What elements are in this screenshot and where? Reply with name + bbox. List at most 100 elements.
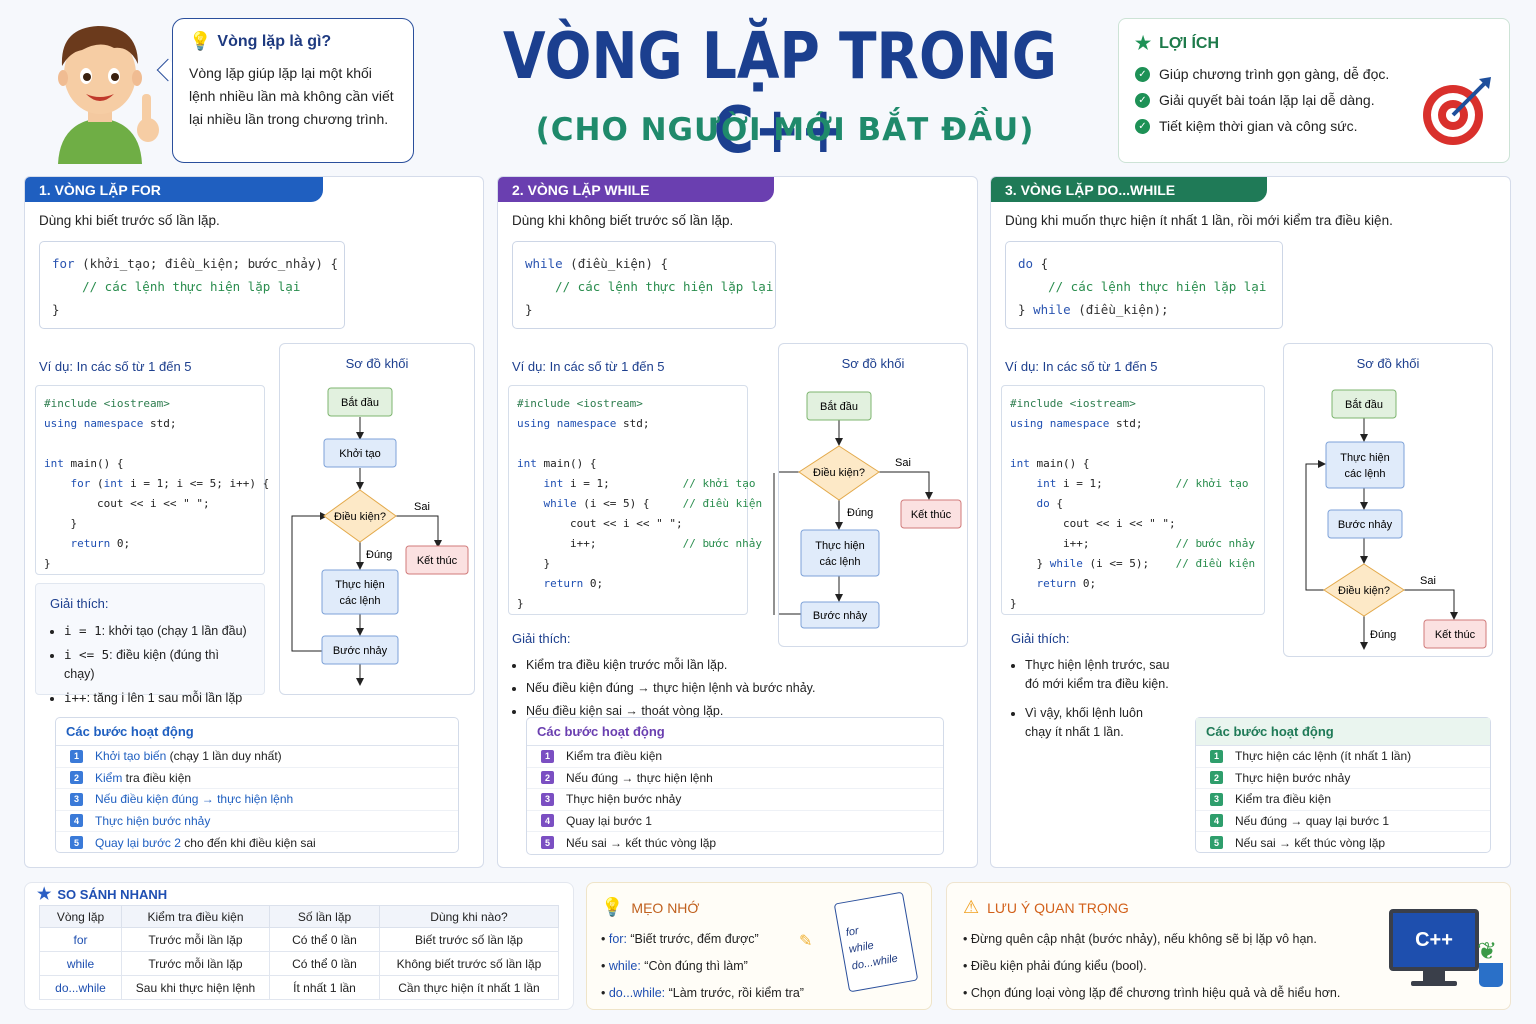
syntax-line: } while (điều_kiện); bbox=[1018, 302, 1169, 317]
flow-body: các lệnh bbox=[820, 556, 861, 568]
flow-body: Thực hiện bbox=[1340, 452, 1390, 464]
warning-item: • Điều kiện phải đúng kiểu (bool). bbox=[963, 959, 1147, 973]
tip-item: • do...while: “Làm trước, rồi kiểm tra” bbox=[601, 986, 804, 1000]
warning-heading-text: LƯU Ý QUAN TRỌNG bbox=[987, 899, 1129, 916]
tip-item: • for: “Biết trước, đếm được” bbox=[601, 932, 759, 946]
step-text: Nếu đúng → quay lại bước 1 bbox=[1235, 813, 1389, 828]
step-number: 4 bbox=[70, 814, 83, 828]
section-header: 1. VÒNG LẶP FOR bbox=[25, 177, 323, 202]
tips-heading-text: MẸO NHỚ bbox=[631, 899, 700, 916]
flow-end: Kết thúc bbox=[1435, 629, 1476, 641]
example-code: #include <iostream>using namespace std;i… bbox=[35, 385, 269, 575]
benefit-item: ✓ Tiết kiệm thời gian và công sức. bbox=[1135, 118, 1493, 134]
compare-heading: ★SO SÁNH NHANH bbox=[37, 885, 559, 903]
explain-item: Vì vậy, khối lệnh luôn chạy ít nhất 1 lầ… bbox=[1025, 704, 1171, 742]
code-line: i++; // bước nhảy bbox=[1010, 537, 1256, 550]
step-text: Kiểm tra điều kiện bbox=[1235, 792, 1332, 807]
step-text: (chạy 1 lần duy nhất) bbox=[166, 749, 282, 764]
flow-yes: Đúng bbox=[1370, 629, 1396, 641]
code-line bbox=[1010, 434, 1256, 454]
code-line: int i = 1; // khởi tạo bbox=[543, 477, 756, 490]
syntax-line: while (điều_kiện) { bbox=[525, 256, 668, 271]
flow-body: Thực hiện bbox=[815, 540, 865, 552]
flow-no: Sai bbox=[414, 501, 430, 513]
syntax-line: } bbox=[52, 302, 60, 317]
compare-cell: Không biết trước số lần lặp bbox=[379, 951, 559, 976]
syntax-code: while (điều_kiện) { // các lệnh thực hiệ… bbox=[512, 241, 776, 329]
example-code: #include <iostream>using namespace std;i… bbox=[1001, 385, 1265, 615]
flowchart-dowhile: Sơ đồ khối Bắt đầu Thực hiện các lệnh Bư… bbox=[1283, 343, 1493, 657]
code-line: using namespace std; bbox=[44, 417, 177, 430]
intro-heading-text: Vòng lặp là gì? bbox=[217, 32, 332, 50]
code-line: #include <iostream> bbox=[1010, 397, 1136, 410]
section-dowhile: 3. VÒNG LẶP DO...WHILE Dùng khi muốn thự… bbox=[990, 176, 1511, 868]
explain-item: Nếu điều kiện đúng → thực hiện lệnh và b… bbox=[526, 679, 832, 698]
explain-title: Giải thích: bbox=[50, 596, 109, 611]
benefit-text: Tiết kiệm thời gian và công sức. bbox=[1159, 118, 1358, 134]
code-line: cout << i << " "; bbox=[1010, 517, 1176, 530]
flow-end: Kết thúc bbox=[417, 555, 458, 567]
check-icon: ✓ bbox=[1135, 66, 1150, 82]
step-number: 2 bbox=[1210, 771, 1223, 785]
explain-code: i <= 5 bbox=[64, 647, 110, 662]
benefits-heading-text: LỢI ÍCH bbox=[1159, 34, 1220, 52]
tip-keyword: for: bbox=[608, 932, 627, 946]
explain-box: Giải thích: i = 1: khởi tạo (chạy 1 lần … bbox=[35, 583, 265, 705]
flow-body: các lệnh bbox=[1345, 468, 1386, 480]
step-text: Nếu sai → kết thúc vòng lặp bbox=[566, 835, 717, 850]
syntax-line: // các lệnh thực hiện lặp lại bbox=[1018, 279, 1267, 294]
compare-heading-text: SO SÁNH NHANH bbox=[57, 886, 168, 902]
step-highlight: Quay lại bước 2 bbox=[95, 835, 181, 850]
step-number: 3 bbox=[541, 792, 554, 806]
code-line: do { bbox=[1036, 497, 1064, 510]
flow-body: các lệnh bbox=[340, 595, 381, 607]
code-line: } bbox=[517, 597, 524, 610]
explain-box: Giải thích: Thực hiện lệnh trước, sau đó… bbox=[1011, 631, 1171, 746]
code-line: cout << i << " "; bbox=[44, 497, 210, 510]
flowchart-for: Sơ đồ khối Bắt đầu Khởi tạo Điều kiện? T… bbox=[279, 343, 475, 695]
lightbulb-icon: 💡 bbox=[601, 897, 624, 917]
step-text: Nếu đúng → thực hiện lệnh bbox=[566, 770, 713, 785]
step-text: Thực hiện các lệnh (ít nhất 1 lần) bbox=[1235, 749, 1412, 764]
step-text: tra điều kiện bbox=[122, 770, 192, 785]
step-text: Kiểm tra điều kiện bbox=[566, 749, 663, 764]
compare-cell: Có thể 0 lần bbox=[269, 927, 380, 952]
step-number: 2 bbox=[70, 771, 83, 785]
step-text: Nếu sai → kết thúc vòng lặp bbox=[1235, 835, 1386, 850]
example-label: Ví dụ: In các số từ 1 đến 5 bbox=[1005, 359, 1158, 374]
explain-item: i++: tăng i lên 1 sau mỗi lần lặp bbox=[64, 688, 250, 708]
page-subtitle: (CHO NGƯỜI MỚI BẮT ĐẦU) bbox=[535, 112, 1035, 148]
check-icon: ✓ bbox=[1135, 118, 1150, 134]
steps-title: Các bước hoạt động bbox=[1196, 718, 1490, 746]
syntax-line: do { bbox=[1018, 256, 1049, 271]
flow-cond: Điều kiện? bbox=[334, 511, 386, 523]
explain-item: i <= 5: điều kiện (đúng thì chạy) bbox=[64, 645, 250, 684]
step-highlight: Kiểm bbox=[95, 770, 123, 785]
syntax-line: } bbox=[525, 302, 533, 317]
compare-col-header: Vòng lặp bbox=[39, 905, 122, 928]
tip-item: • while: “Còn đúng thì làm” bbox=[601, 959, 748, 973]
compare-col-header: Số lần lặp bbox=[269, 905, 380, 928]
warning-heading: ⚠LƯU Ý QUAN TRỌNG bbox=[963, 897, 1494, 918]
flow-no: Sai bbox=[1420, 575, 1436, 587]
syntax-line: (khởi_tạo; điều_kiện; bước_nhảy) { bbox=[82, 256, 338, 271]
tips-heading: 💡 MẸO NHỚ bbox=[601, 897, 917, 918]
warning-item: • Đừng quên cập nhật (bước nhảy), nếu kh… bbox=[963, 932, 1317, 946]
pencil-icon: ✎ bbox=[799, 933, 813, 950]
code-line: int main() { bbox=[44, 457, 124, 470]
target-icon bbox=[1423, 77, 1491, 145]
explain-item: Thực hiện lệnh trước, sau đó mới kiểm tr… bbox=[1025, 656, 1171, 694]
step-number: 4 bbox=[541, 814, 554, 828]
code-line: using namespace std; bbox=[517, 417, 650, 430]
flow-start: Bắt đầu bbox=[820, 400, 858, 413]
step-highlight: Khởi tạo biến bbox=[95, 749, 167, 764]
flowchart-title: Sơ đồ khối bbox=[841, 356, 905, 371]
compare-cell: Trước mỗi lần lặp bbox=[121, 927, 270, 952]
flowchart-while: Sơ đồ khối Bắt đầu Điều kiện? Thực hiện … bbox=[778, 343, 968, 647]
monitor-label: C++ bbox=[1415, 928, 1453, 951]
